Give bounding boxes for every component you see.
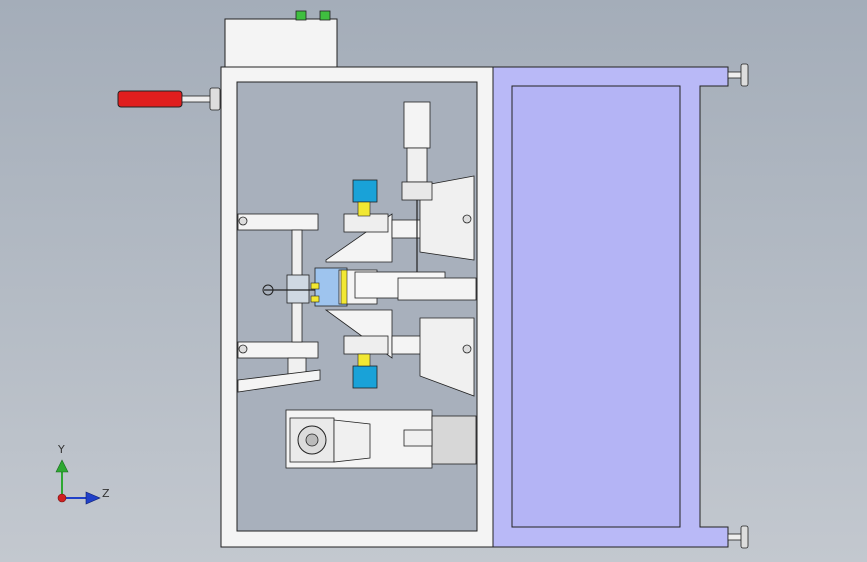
upper-guide-assembly[interactable] [325, 175, 475, 263]
lower-cylinder [352, 365, 378, 389]
indicator-light-1 [295, 10, 307, 21]
z-arrow-icon [85, 491, 101, 505]
origin-icon [57, 493, 67, 503]
gear-motor[interactable] [285, 409, 477, 469]
main-frame[interactable] [220, 66, 494, 548]
top-motor[interactable] [401, 101, 433, 272]
control-box[interactable] [224, 10, 338, 69]
door-panel[interactable] [492, 63, 749, 549]
coordinate-triad [55, 459, 101, 505]
y-arrow-icon [55, 459, 69, 473]
triad-y-label: Y [58, 443, 65, 456]
upper-cylinder [352, 179, 378, 203]
left-shaft-assembly[interactable] [237, 213, 330, 393]
hinge-bottom [727, 525, 749, 549]
lower-guide-assembly[interactable] [324, 309, 475, 397]
handwheel-handle[interactable] [117, 87, 221, 111]
motor-body [431, 415, 477, 465]
indicator-light-2 [319, 10, 331, 21]
triad-z-label: Z [102, 487, 110, 500]
door-window [511, 85, 681, 528]
clamp-block[interactable] [310, 267, 477, 307]
hinge-top [727, 63, 749, 87]
